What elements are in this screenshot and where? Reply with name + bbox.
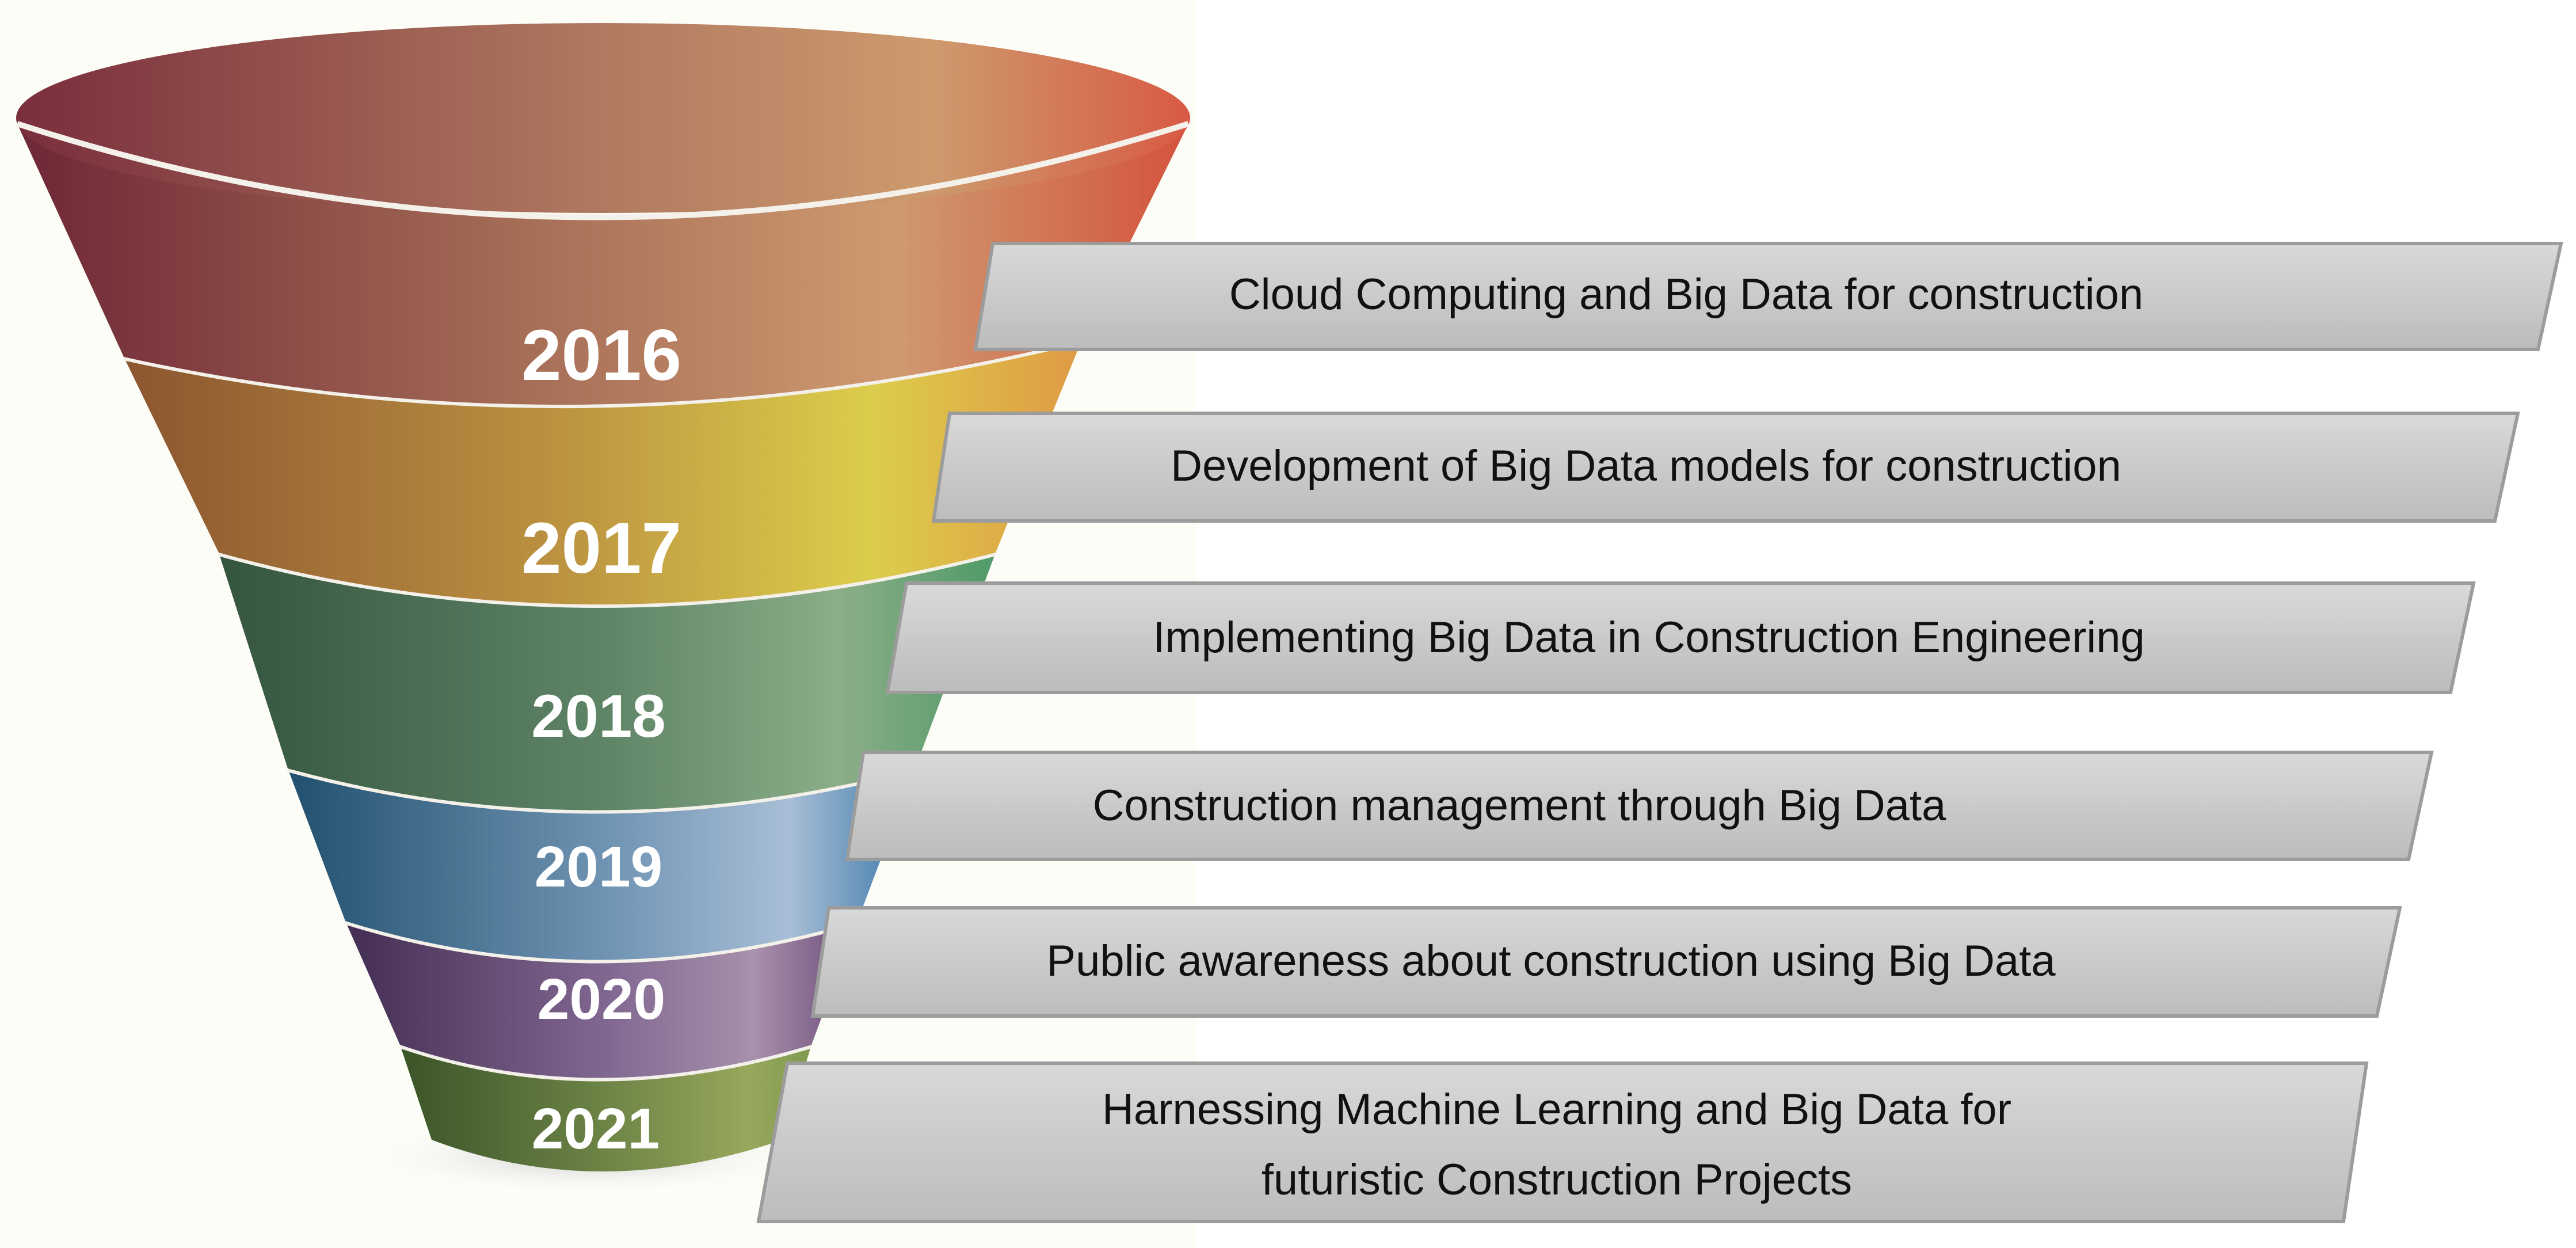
stage-text-2020: Public awareness about construction usin… bbox=[1046, 937, 2056, 986]
year-label-2017: 2017 bbox=[521, 508, 681, 588]
stage-text-2021-line1: Harnessing Machine Learning and Big Data… bbox=[1102, 1085, 2011, 1134]
stage-text-2017: Development of Big Data models for const… bbox=[1171, 442, 2121, 490]
stage-box-2020: Public awareness about construction usin… bbox=[810, 906, 2402, 1018]
stage-box-2016: Cloud Computing and Big Data for constru… bbox=[973, 242, 2563, 351]
stage-text-2016: Cloud Computing and Big Data for constru… bbox=[1229, 270, 2143, 319]
year-label-2019: 2019 bbox=[535, 835, 662, 899]
stage-text-2021-line2: futuristic Construction Projects bbox=[1262, 1155, 1852, 1204]
year-label-2016: 2016 bbox=[521, 315, 681, 395]
year-label-2018: 2018 bbox=[531, 683, 666, 750]
stage-box-2018: Implementing Big Data in Construction En… bbox=[885, 581, 2476, 694]
stage-box-2021: Harnessing Machine Learning and Big Data… bbox=[756, 1061, 2369, 1223]
year-label-2020: 2020 bbox=[538, 967, 665, 1032]
stage-text-2019: Construction management through Big Data bbox=[1093, 781, 1947, 830]
year-label-2021: 2021 bbox=[532, 1097, 660, 1161]
stage-box-2019: Construction management through Big Data bbox=[845, 751, 2434, 861]
stage-text-2018: Implementing Big Data in Construction En… bbox=[1153, 613, 2145, 662]
stage-box-2017: Development of Big Data models for const… bbox=[931, 412, 2520, 523]
funnel-top-rim bbox=[16, 23, 1190, 220]
